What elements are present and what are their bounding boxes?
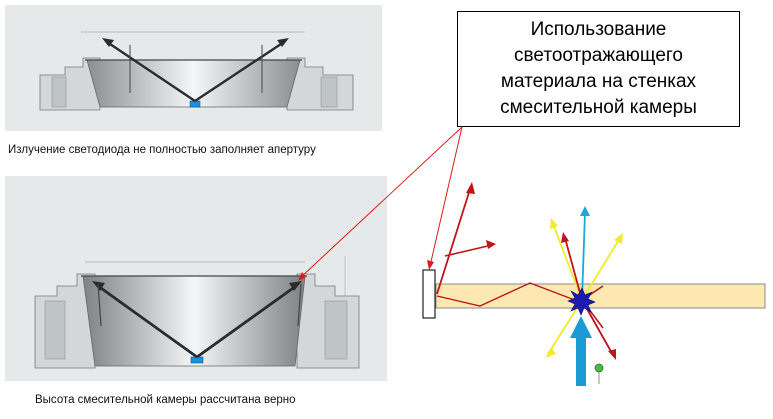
yellow-ray-down-left bbox=[547, 299, 583, 355]
top-cross-section-drawing bbox=[39, 31, 354, 111]
red-ray-down-short bbox=[581, 299, 604, 329]
led-ray-right bbox=[196, 284, 297, 359]
callout-leader-arrowhead bbox=[427, 260, 434, 270]
yellow-ray-up-right-arrowhead bbox=[614, 233, 623, 244]
housing-left-slot bbox=[44, 300, 66, 360]
incoming-light-arrow-shaft bbox=[576, 334, 586, 386]
housing-right-slot bbox=[324, 300, 348, 360]
reflected-ray-short bbox=[444, 244, 493, 257]
cyan-ray-up bbox=[581, 211, 586, 301]
yellow-ray-up-left-arrowhead bbox=[550, 218, 558, 229]
bottom-cross-section-drawing bbox=[34, 256, 360, 369]
mixing-chamber-bowl bbox=[82, 275, 306, 367]
yellow-ray-down-left-arrowhead bbox=[545, 348, 556, 358]
yellow-ray-up-left bbox=[552, 223, 583, 301]
aperture-edge-right bbox=[297, 283, 302, 327]
reflected-ray-up bbox=[436, 185, 472, 295]
green-marker-dot bbox=[594, 363, 604, 373]
housing-left-slot bbox=[51, 76, 67, 108]
reflected-ray-short-arrowhead bbox=[486, 240, 496, 249]
red-ray-down-right-arrowhead bbox=[608, 349, 616, 360]
led-ray-right-arrowhead bbox=[277, 38, 289, 47]
callout-leader-to-reflector bbox=[429, 126, 463, 267]
callout-text: Использование светоотражающего материала… bbox=[500, 19, 697, 118]
led-ray-left bbox=[97, 284, 198, 359]
red-ray-right-short bbox=[581, 285, 604, 301]
reflective-wall bbox=[422, 269, 436, 319]
yellow-ray-up-right bbox=[581, 237, 621, 301]
red-ray-up bbox=[564, 237, 583, 301]
reflected-ray-up-arrowhead bbox=[466, 182, 475, 194]
aperture-edge-left bbox=[97, 283, 102, 327]
led-emitter bbox=[189, 100, 201, 108]
incoming-light-arrow-head bbox=[570, 316, 592, 338]
led-ray-left bbox=[106, 41, 196, 102]
led-emitter bbox=[190, 356, 204, 364]
led-ray-right bbox=[194, 40, 285, 103]
top-panel-caption: Излучение светодиода не полностью заполн… bbox=[8, 144, 316, 156]
red-ray-down-right bbox=[581, 299, 614, 356]
housing-right-slot bbox=[320, 76, 338, 108]
bottom-panel-caption: Высота смесительной камеры рассчитана ве… bbox=[35, 394, 296, 406]
red-ray-up-arrowhead bbox=[561, 232, 569, 243]
cyan-ray-up-arrowhead bbox=[580, 206, 590, 216]
led-ray-left-arrowhead bbox=[102, 38, 114, 47]
reflective-material-callout: Использование светоотражающего материала… bbox=[457, 11, 740, 127]
internal-reflection-ray bbox=[436, 282, 581, 307]
led-ray-right-arrowhead bbox=[289, 281, 302, 291]
emission-point-star bbox=[567, 287, 596, 316]
top-cross-section-panel bbox=[5, 5, 382, 131]
light-guide-slab bbox=[435, 283, 766, 309]
bottom-cross-section-panel bbox=[5, 176, 387, 381]
